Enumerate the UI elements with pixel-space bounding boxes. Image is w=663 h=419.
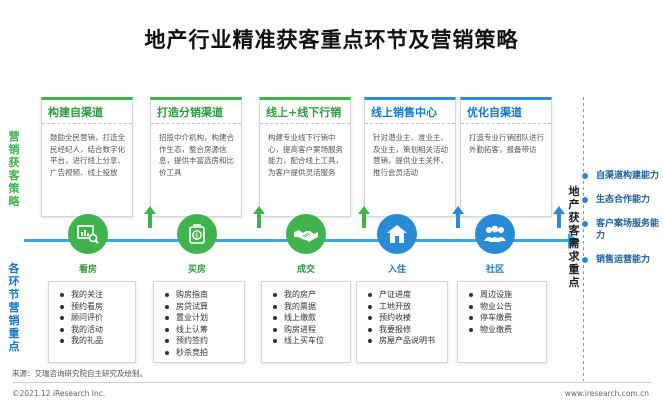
need-item: 销售运营能力 <box>582 254 662 266</box>
list-item: 我的房产 <box>273 289 346 301</box>
strategy-card-title: 优化自渠道 <box>461 100 551 124</box>
list-item: 周边设施 <box>469 289 542 301</box>
stage-circle-buying: $ <box>177 214 217 254</box>
list-item: 预约收楼 <box>368 312 443 324</box>
strategy-card-body: 针对潜业主、准业主、及业主，策划相关活动营销，提供业主关怀、推行会员活动 <box>373 133 448 177</box>
list-item: 我要报修 <box>368 324 443 336</box>
strategy-card-body: 构建专业线下行销中心，提高客户案场服务能力，配合线上工具，为客户提供灵活服务 <box>268 133 343 177</box>
stage-label-deal: 成交 <box>296 265 315 275</box>
strategy-card-3: 线上+线下行销 构建专业线下行销中心，提高客户案场服务能力，配合线上工具，为客户… <box>259 97 351 217</box>
strategy-card-body: 鼓励全民营销，打造全民经纪人，结合数字化平台，进行线上分享、广告视频、线上投放 <box>50 133 125 177</box>
stage-circle-community <box>475 214 515 254</box>
strategy-card-title: 线上+线下行销 <box>260 100 350 124</box>
chart-magnify-icon <box>77 225 99 244</box>
people-icon <box>484 225 506 242</box>
strategy-card-1: 构建自渠道 鼓励全民营销，打造全民经纪人，结合数字化平台，进行线上分享、广告视频… <box>41 97 133 217</box>
stage-label-viewing: 看房 <box>78 265 97 275</box>
list-item: 物业缴费 <box>469 324 542 336</box>
need-item: 客户案场服务能力 <box>582 218 662 242</box>
list-item: 购房指南 <box>165 289 240 301</box>
list-item: 房屋产品说明书 <box>368 335 439 347</box>
strategy-card-5: 优化自渠道 打造专业行销团队进行外勤拓客，报备带访 <box>460 97 552 217</box>
stage-circle-viewing <box>68 214 108 254</box>
up-arrow-icon <box>452 206 464 228</box>
strategy-card-title: 构建自渠道 <box>42 100 132 124</box>
list-item: 预约看房 <box>60 301 131 313</box>
bullet-dot-icon <box>582 173 588 179</box>
list-item: 产证进度 <box>368 289 443 301</box>
list-item: 线上缴款 <box>273 312 346 324</box>
bullet-dot-icon <box>582 197 588 203</box>
footer-copyright: ©2021.12 iResearch Inc. <box>12 389 106 398</box>
up-arrow-icon <box>144 206 156 228</box>
list-item: 房贷试算 <box>165 301 240 313</box>
stage-circle-deal <box>286 214 326 254</box>
stage-label-move-in: 入住 <box>387 265 406 275</box>
money-bag-icon: $ <box>189 224 205 244</box>
page-title: 地产行业精准获客重点环节及营销策略 <box>144 28 519 52</box>
list-item: 我的关注 <box>60 289 131 301</box>
strategy-card-title: 打造分销渠道 <box>151 100 241 124</box>
flow-arrow-icon <box>568 233 580 249</box>
strategy-card-2: 打造分销渠道 招揽中介机构，构建合作生态，整合房源信息，提供丰富选房和比价工具 <box>150 97 242 217</box>
list-item: 我的活动 <box>60 324 131 336</box>
footer-divider <box>12 382 652 383</box>
list-item: 我的票据 <box>273 301 346 313</box>
left-label-strategy: 营销获客策略 <box>8 130 20 208</box>
list-item: 预约签约 <box>165 335 240 347</box>
list-item: 置业计划 <box>165 312 240 324</box>
left-label-key-points: 各环节营销重点 <box>8 262 20 353</box>
key-points-deal: 我的房产 我的票据 线上缴款 购房进程 线上买车位 <box>261 281 351 363</box>
key-points-move-in: 产证进度 工地开放 预约收楼 我要报修 房屋产品说明书 <box>356 281 448 363</box>
house-icon <box>387 225 407 243</box>
footer-website: www.iresearch.com.cn <box>564 389 649 398</box>
list-item: 购房进程 <box>273 324 346 336</box>
list-item: 停车缴费 <box>469 312 542 324</box>
up-arrow-icon <box>358 206 370 228</box>
stage-label-buying: 买房 <box>187 265 206 275</box>
need-item: 自渠道构建能力 <box>582 170 662 182</box>
bullet-dot-icon <box>582 221 588 227</box>
strategy-card-4: 线上销售中心 针对潜业主、准业主、及业主，策划相关活动营销，提供业主关怀、推行会… <box>364 97 456 217</box>
strategy-card-body: 招揽中介机构，构建合作生态，整合房源信息，提供丰富选房和比价工具 <box>159 133 234 177</box>
bullet-dot-icon <box>582 257 588 263</box>
up-arrow-icon <box>553 206 565 228</box>
strategy-card-body: 打造专业行销团队进行外勤拓客，报备带访 <box>469 133 544 154</box>
up-arrow-icon <box>253 206 265 228</box>
divider <box>583 97 584 381</box>
handshake-icon <box>294 230 318 242</box>
key-points-viewing: 我的关注 预约看房 顾问评价 我的活动 我的礼品 <box>48 281 136 363</box>
strategy-card-title: 线上销售中心 <box>365 100 455 124</box>
list-item: 工地开放 <box>368 301 443 313</box>
need-label: 自渠道构建能力 <box>596 171 660 181</box>
needs-list: 自渠道构建能力 生态合作能力 客户案场服务能力 销售运营能力 <box>582 170 662 278</box>
right-label-demand: 地产获客需求重点 <box>568 185 580 289</box>
list-item: 线上认筹 <box>165 324 240 336</box>
stage-label-community: 社区 <box>485 265 504 275</box>
source-note: 来源：艾瑞咨询研究院自主研究及绘制。 <box>12 369 147 378</box>
list-item: 顾问评价 <box>60 312 131 324</box>
list-item: 物业公告 <box>469 301 542 313</box>
need-label: 客户案场服务能力 <box>596 219 660 241</box>
list-item: 我的礼品 <box>60 335 131 347</box>
need-item: 生态合作能力 <box>582 194 662 206</box>
need-label: 生态合作能力 <box>596 195 651 205</box>
stage-circle-move-in <box>377 214 417 254</box>
key-points-community: 周边设施 物业公告 停车缴费 物业缴费 <box>457 281 547 363</box>
svg-text:$: $ <box>195 232 199 240</box>
list-item: 秒杀竞拍 <box>165 347 240 359</box>
list-item: 线上买车位 <box>273 335 346 347</box>
key-points-buying: 购房指南 房贷试算 置业计划 线上认筹 预约签约 秒杀竞拍 <box>153 281 245 363</box>
need-label: 销售运营能力 <box>596 255 651 265</box>
